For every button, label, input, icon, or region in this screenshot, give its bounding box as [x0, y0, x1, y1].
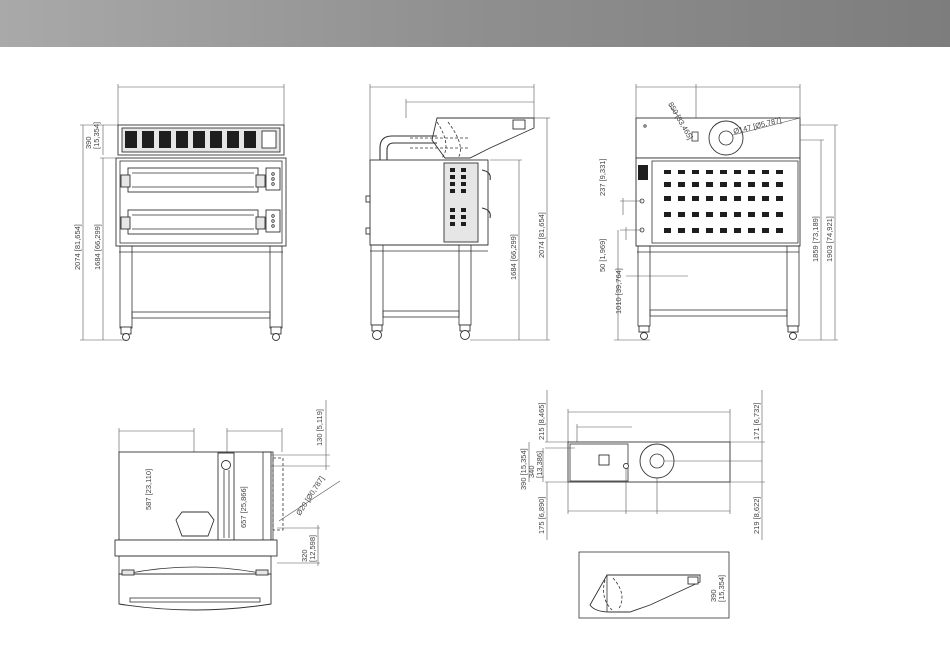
rear-dim-top-left: 237 [9,331] — [598, 158, 607, 196]
hood-dim-left-outer: 390 [15,354] — [519, 448, 528, 490]
rear-dim-left-lower: 50 [1,969] — [598, 239, 607, 272]
hood-plan-view — [528, 390, 765, 540]
side-dim-overall-height: 2074 [81,654] — [537, 212, 546, 258]
top-dim-depth-center: 657 [25,866] — [239, 486, 248, 528]
front-deck-top — [120, 167, 281, 193]
top-view — [114, 400, 341, 611]
rear-dim-base-height: 1010 [39,764] — [614, 268, 623, 314]
top-dim-hole-diameter: Ø20 [Ø0,787] — [294, 474, 326, 517]
header-bar — [0, 0, 950, 47]
side-dim-oven-height: 1684 [66,299] — [509, 234, 518, 280]
front-view — [80, 84, 287, 341]
top-dim-depth-left: 587 [23,110] — [144, 469, 153, 510]
hood-dim-bottom-left: 175 [6,890] — [537, 496, 546, 534]
hood-dim-left-inner: 340[13,386] — [527, 451, 544, 478]
side-view — [365, 84, 550, 341]
top-dim-right-bottom: 320[12,598] — [300, 535, 317, 562]
rear-dim-right-inner: 1859 [73,189] — [811, 216, 820, 262]
front-dim-top-height: 390[15,354] — [84, 122, 101, 149]
rear-view — [614, 84, 838, 341]
rear-dim-right-outer: 1903 [74,921] — [825, 216, 834, 262]
top-dim-right-top: 130 [5,119] — [315, 409, 324, 446]
hood-dim-right-bottom: 219 [8,622] — [752, 496, 761, 534]
hood-side-dim-height: 390[15,354] — [709, 575, 726, 602]
hood-dim-right-top: 171 [6,732] — [752, 402, 761, 440]
rear-vent-grid — [664, 170, 783, 233]
front-dim-oven-height: 1684 [66,299] — [93, 224, 102, 270]
hood-dim-top-left: 215 [8,465] — [537, 402, 546, 440]
front-deck-bottom — [120, 209, 281, 235]
hood-side-view — [578, 551, 730, 619]
front-hood-vents — [125, 130, 277, 149]
side-control-panels — [450, 168, 466, 226]
front-dim-overall-height: 2074 [81,654] — [73, 224, 82, 270]
